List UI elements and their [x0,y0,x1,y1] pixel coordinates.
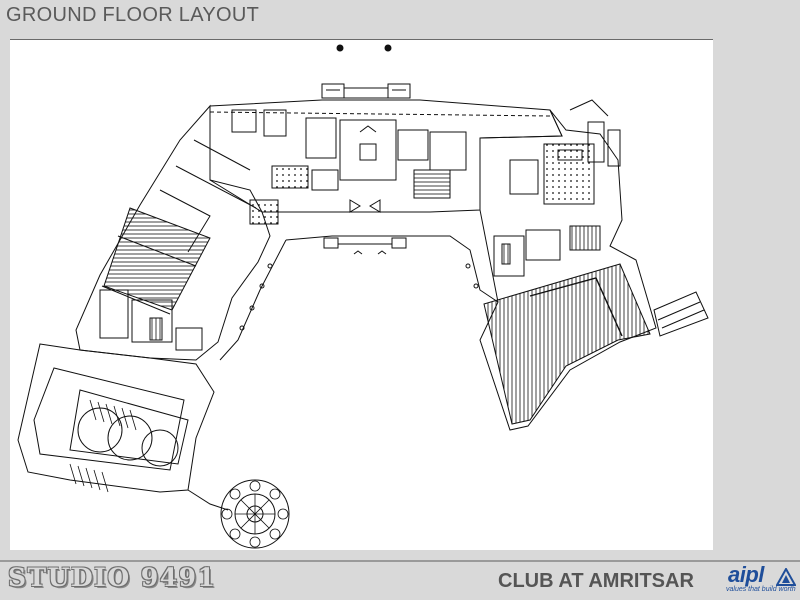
title-divider [10,39,713,40]
pool-deck [17,343,215,493]
logo-triangle-icon [776,568,796,586]
aipl-logo: aipl values that build worth [726,562,800,598]
right-wing [479,99,657,431]
studio-logo: STUDIO 9491 [8,563,217,592]
rotunda [187,479,290,549]
entrance-porch [321,44,411,99]
left-wing [75,104,279,361]
floor-plan-canvas [10,40,713,550]
footer-divider [0,560,800,562]
logo-wordmark: aipl [728,562,764,587]
logo-tagline: values that build worth [726,586,796,593]
page-title: GROUND FLOOR LAYOUT [6,4,260,26]
project-name: CLUB AT AMRITSAR [498,570,694,592]
central-wing [209,99,563,213]
stairs-icon [653,291,709,337]
courtyard-edge [219,235,499,361]
floor-plan-drawing [17,44,709,549]
